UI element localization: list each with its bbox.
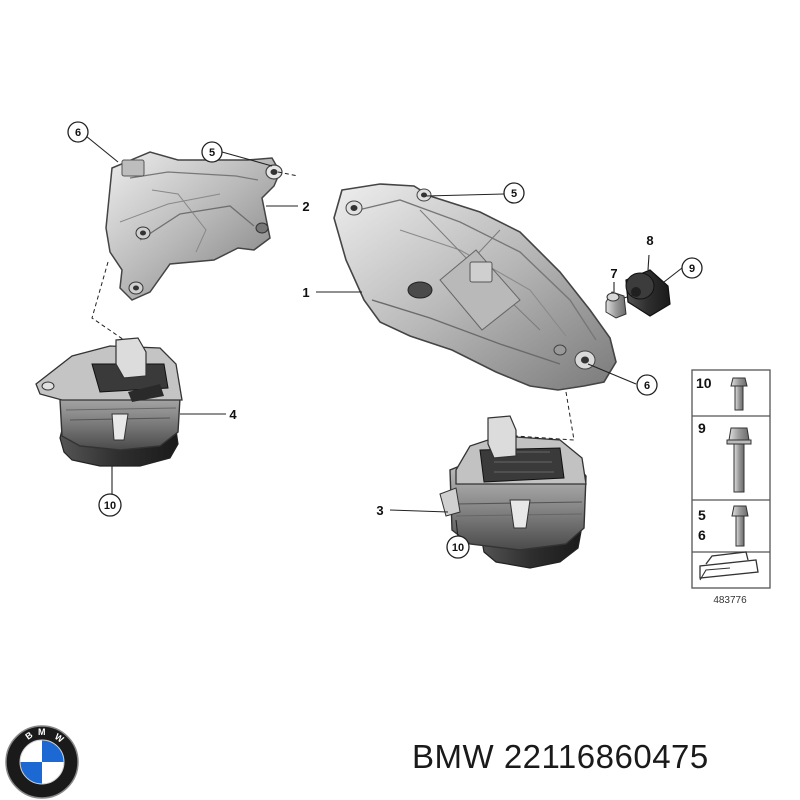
svg-text:2: 2 <box>302 199 309 214</box>
label-1: 1 <box>302 285 309 300</box>
svg-text:9: 9 <box>689 263 695 275</box>
bolt-5-6-icon <box>731 505 749 547</box>
svg-text:7: 7 <box>610 266 617 281</box>
bmw-logo: B M W <box>5 725 79 799</box>
svg-text:6: 6 <box>644 380 650 392</box>
bolt-9-icon <box>726 427 752 493</box>
svg-text:8: 8 <box>646 233 653 248</box>
svg-text:4: 4 <box>229 407 237 422</box>
svg-text:10: 10 <box>452 542 464 554</box>
legend-label-9: 9 <box>698 420 706 436</box>
svg-text:1: 1 <box>302 285 309 300</box>
svg-text:5: 5 <box>209 147 215 159</box>
bolt-10-icon <box>730 377 748 411</box>
svg-text:B: B <box>23 729 34 741</box>
bracket-part-2 <box>105 151 283 301</box>
callout-6-right: 6 <box>636 374 658 396</box>
leader-lines <box>85 135 683 539</box>
support-arm-part-1 <box>333 183 617 391</box>
callout-10-left: 10 <box>98 493 122 517</box>
callout-5-top: 5 <box>201 141 223 163</box>
svg-text:10: 10 <box>104 500 116 512</box>
part-number-caption: BMW 22116860475 <box>412 738 709 775</box>
engine-mount-part-4 <box>35 337 183 467</box>
label-4: 4 <box>229 407 237 422</box>
svg-text:3: 3 <box>376 503 383 518</box>
legend-label-5: 5 <box>698 507 706 523</box>
svg-text:M: M <box>38 727 46 737</box>
fastener-legend: 10 9 5 6 <box>691 369 771 589</box>
engine-mount-part-3 <box>439 415 587 569</box>
label-2: 2 <box>302 199 309 214</box>
callout-5-right: 5 <box>503 182 525 204</box>
svg-text:5: 5 <box>511 188 517 200</box>
svg-text:6: 6 <box>75 127 81 139</box>
label-8: 8 <box>646 233 653 248</box>
label-7: 7 <box>610 266 617 281</box>
legend-label-6: 6 <box>698 527 706 543</box>
legend-label-10: 10 <box>696 375 712 391</box>
callout-9: 9 <box>681 257 703 279</box>
callout-10-mid: 10 <box>446 535 470 559</box>
callout-6-top: 6 <box>67 121 89 143</box>
bushing-part-7 <box>605 291 627 319</box>
rubber-buffer-part-8 <box>625 269 671 317</box>
dashed-alignment-lines <box>91 171 643 441</box>
label-3: 3 <box>376 503 383 518</box>
arrow-symbol-icon <box>699 551 759 581</box>
reference-number: 483776 <box>713 595 747 606</box>
